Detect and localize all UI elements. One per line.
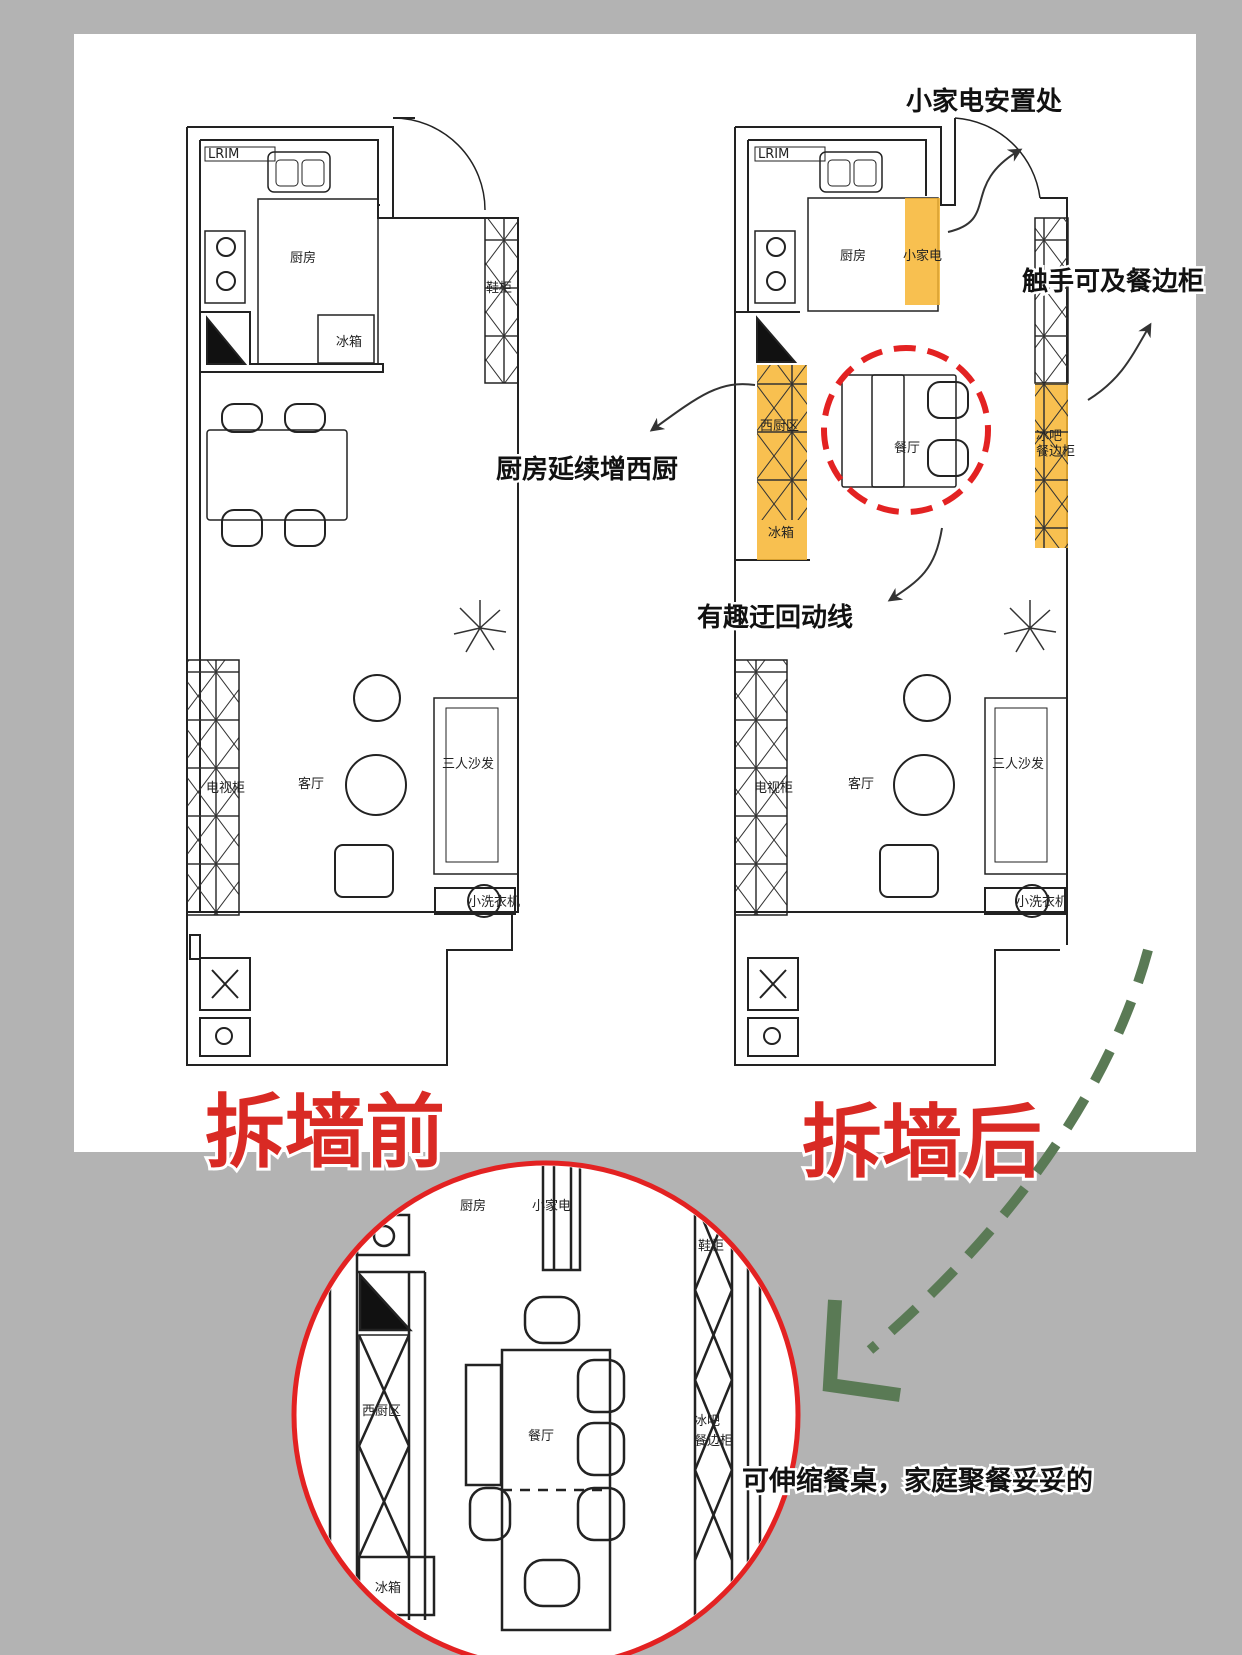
before-washer-label: 小洗衣机 [468,894,520,910]
before-sofa-label: 三人沙发 [442,756,494,772]
title-after: 拆墙后 [802,1095,1042,1189]
pointer-arrow-head [822,1299,901,1402]
title-before: 拆墙前 [205,1085,445,1179]
plant-icon [1003,600,1057,653]
zoom-west-kitchen-label: 西厨区 [362,1404,401,1419]
zoom-small-appliance-label: 小家电 [532,1198,571,1214]
after-fridge-label: 冰箱 [768,525,794,541]
after-living-label: 客厅 [848,776,874,792]
before-tv-cabinet-label: 电视柜 [206,781,245,796]
fridge-area [757,520,807,560]
after-highlights [757,198,1068,560]
before-kitchen-label: 厨房 [290,250,316,266]
paper-sheet [74,34,1196,1152]
before-living-label: 客厅 [298,776,324,792]
zoom-kitchen-label: 厨房 [460,1198,486,1214]
after-kitchen-label: 厨房 [840,248,866,264]
after-small-appliance-label: 小家电 [903,248,942,264]
after-dining-label: 餐厅 [894,440,920,456]
zoom-fridge-label: 冰箱 [375,1580,401,1596]
before-fridge-label: 冰箱 [336,334,362,350]
zoom-detail: 厨房 小家电 鞋柜 西厨区 餐厅 冰吧 餐边柜 冰箱 [291,1160,801,1655]
after-washer-label: 小洗衣机 [1016,894,1068,910]
annotation-arrows [649,148,1152,602]
after-rim-label: LRIM [758,147,789,162]
after-bar-cabinet-label: 冰吧餐边柜 [1036,429,1075,460]
small-appliance-area [905,198,940,305]
annotation-circulation: 有趣迂回动线 [697,603,853,633]
before-plan [186,117,519,1066]
after-tv-cabinet-label: 电视柜 [754,781,793,796]
zoom-bar-cabinet-label-2: 餐边柜 [694,1433,733,1449]
annotation-sideboard: 触手可及餐边柜 [1022,267,1204,297]
annotation-west-kitchen: 厨房延续增西厨 [496,454,678,485]
zoom-bar-cabinet-label-1: 冰吧 [694,1414,720,1429]
after-plan [734,117,1069,1066]
zoom-dining-label: 餐厅 [528,1428,554,1444]
pointer-arrow [866,948,1153,1354]
annotation-extendable-table: 可伸缩餐桌，家庭聚餐妥妥的 [742,1465,1093,1497]
before-shoe-cabinet-label: 鞋柜 [486,280,512,296]
circulation-loop [821,345,991,515]
after-west-kitchen-label: 西厨区 [760,419,799,434]
after-sofa-label: 三人沙发 [992,756,1044,772]
zoom-shoe-cabinet-label: 鞋柜 [698,1238,724,1254]
plant-icon [453,600,507,653]
annotation-appliance-spot: 小家电安置处 [906,86,1062,117]
before-rim-label: LRIM [208,147,239,162]
